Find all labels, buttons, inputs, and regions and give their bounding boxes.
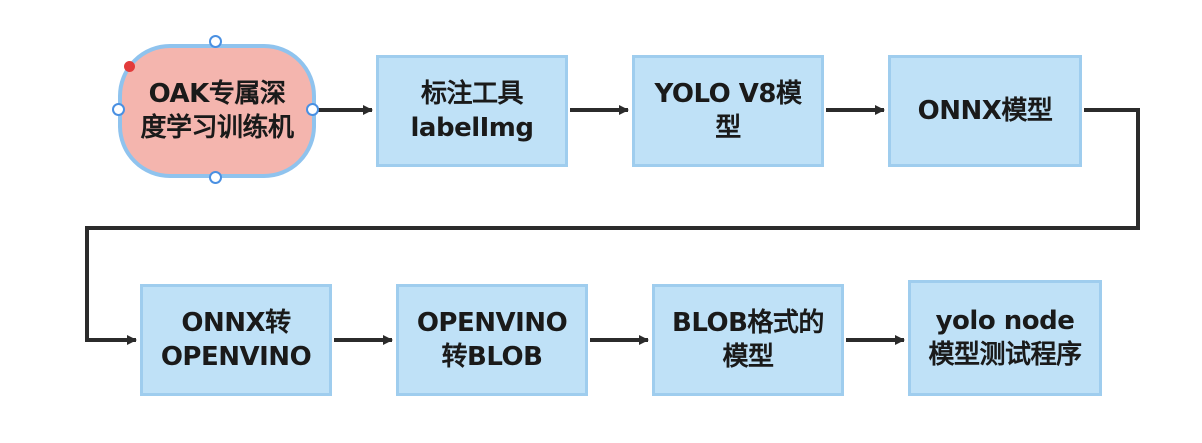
step-label-tool-line2: labelImg [410,113,535,143]
step-yolo-node-test[interactable]: yolo node 模型测试程序 [908,280,1102,396]
selection-handle-right[interactable] [306,103,319,116]
step-label-tool[interactable]: 标注工具 labelImg [376,55,568,167]
start-node-line2: 度学习训练机 [140,113,294,143]
arrow-step3-to-step4 [85,108,1140,345]
step-onnx-to-openvino-line1: ONNX转 [181,308,291,338]
step-blob-model-line1: BLOB格式的 [672,308,824,338]
step-openvino-to-blob-line1: OPENVINO [416,308,568,338]
step-yolo-v8-model-line1: YOLO V8模 [654,79,802,109]
step-openvino-to-blob-line2: 转BLOB [441,342,543,372]
rotate-handle[interactable] [124,61,135,72]
step-onnx-to-openvino[interactable]: ONNX转 OPENVINO [140,284,332,396]
start-node-line1: OAK专属深 [148,79,286,109]
step-yolo-v8-model-line2: 型 [715,113,741,143]
step-onnx-model-line1: ONNX模型 [917,96,1053,126]
step-yolo-v8-model[interactable]: YOLO V8模 型 [632,55,824,167]
step-openvino-to-blob[interactable]: OPENVINO 转BLOB [396,284,588,396]
step-onnx-model[interactable]: ONNX模型 [888,55,1082,167]
step-blob-model-line2: 模型 [722,342,774,372]
start-node[interactable]: OAK专属深 度学习训练机 [118,44,316,178]
step-yolo-node-test-line2: 模型测试程序 [928,340,1082,370]
step-label-tool-line1: 标注工具 [420,79,524,109]
step-blob-model[interactable]: BLOB格式的 模型 [652,284,844,396]
step-yolo-node-test-line1: yolo node [935,306,1075,336]
selection-handle-left[interactable] [112,103,125,116]
step-onnx-to-openvino-line2: OPENVINO [160,342,312,372]
selection-handle-bottom[interactable] [209,171,222,184]
selection-handle-top[interactable] [209,35,222,48]
